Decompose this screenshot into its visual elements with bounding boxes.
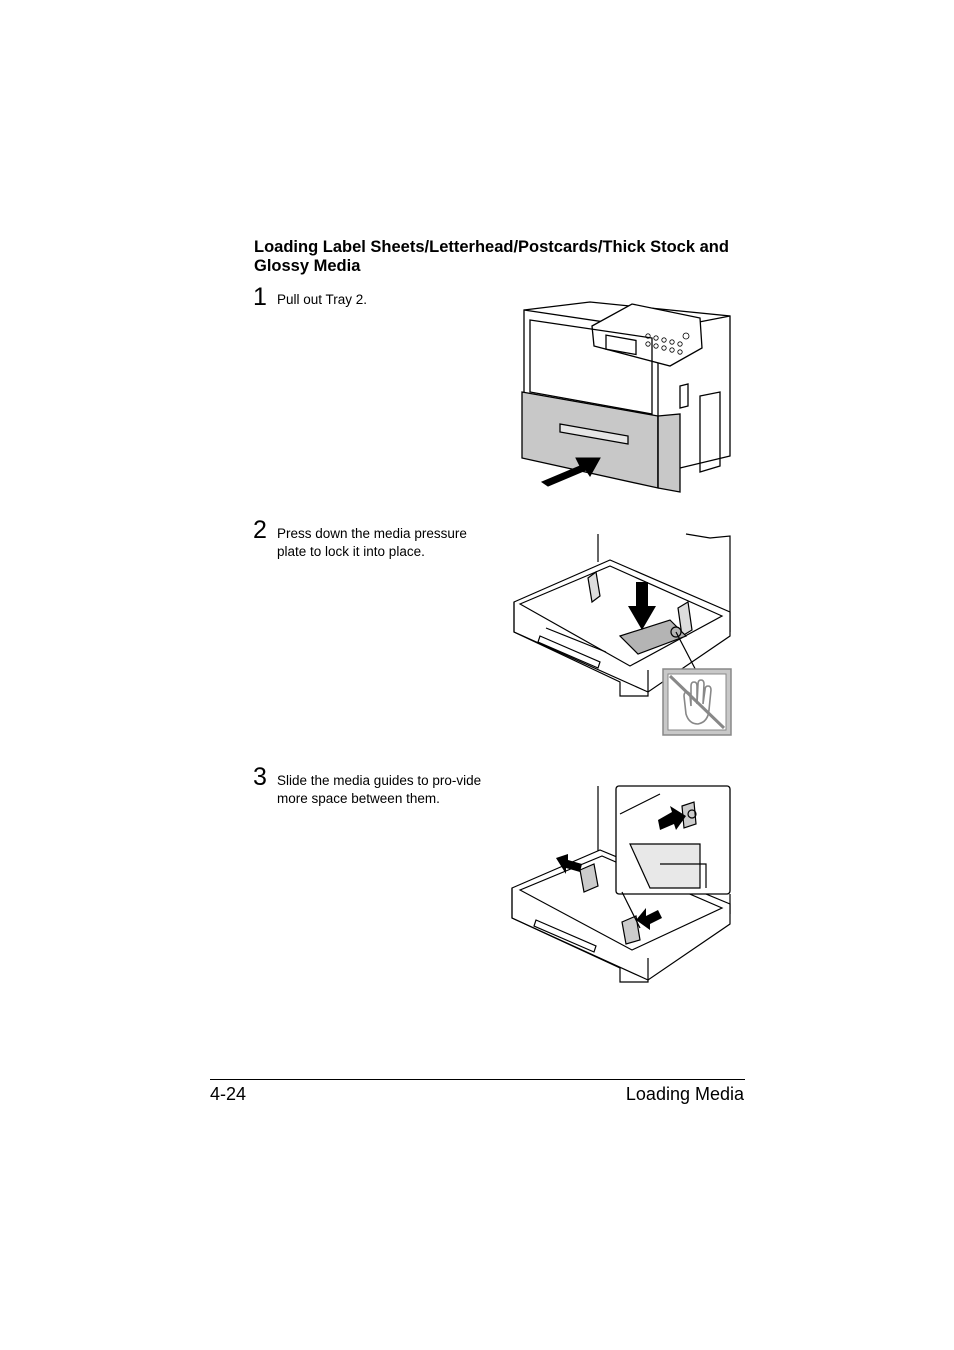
section-title: Loading Label Sheets/Letterhead/Postcard… — [254, 238, 729, 275]
step-3-number: 3 — [253, 763, 267, 791]
step-2-number: 2 — [253, 516, 267, 544]
footer-rule — [210, 1079, 745, 1080]
media-guides-illustration — [511, 785, 731, 983]
printer-tray-illustration — [521, 301, 731, 493]
step-3-text: Slide the media guides to pro-vide more … — [277, 773, 482, 806]
step-1-number: 1 — [253, 283, 267, 311]
no-touch-icon — [662, 668, 732, 736]
pressure-plate-illustration — [513, 533, 731, 697]
page-number: 4-24 — [210, 1084, 247, 1104]
chapter-title: Loading Media — [625, 1084, 744, 1104]
step-2-text-visible: Press down the media pressure plate to l… — [277, 526, 467, 559]
step-1-text: Pull out Tray 2. — [277, 292, 368, 307]
